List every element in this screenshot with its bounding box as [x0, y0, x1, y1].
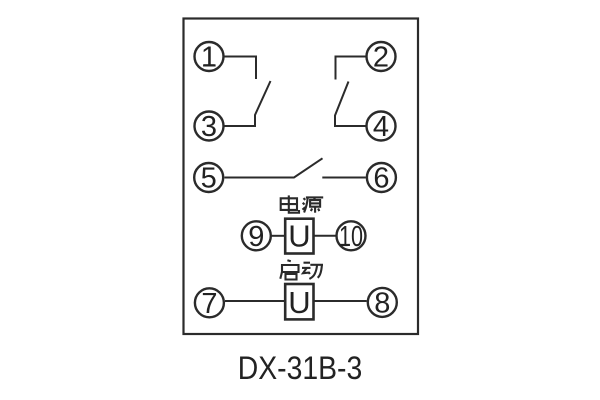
svg-text:7: 7 [201, 288, 217, 320]
svg-text:4: 4 [373, 111, 389, 143]
svg-text:8: 8 [374, 287, 390, 319]
svg-text:10: 10 [339, 221, 363, 253]
svg-text:5: 5 [201, 162, 217, 194]
svg-text:9: 9 [248, 221, 264, 253]
svg-text:6: 6 [373, 162, 389, 194]
svg-text:U: U [288, 285, 310, 320]
svg-text:DX-31B-3: DX-31B-3 [238, 350, 363, 386]
svg-text:2: 2 [373, 41, 389, 73]
svg-text:3: 3 [201, 111, 217, 143]
svg-text:1: 1 [201, 41, 217, 73]
svg-text:U: U [288, 219, 310, 254]
